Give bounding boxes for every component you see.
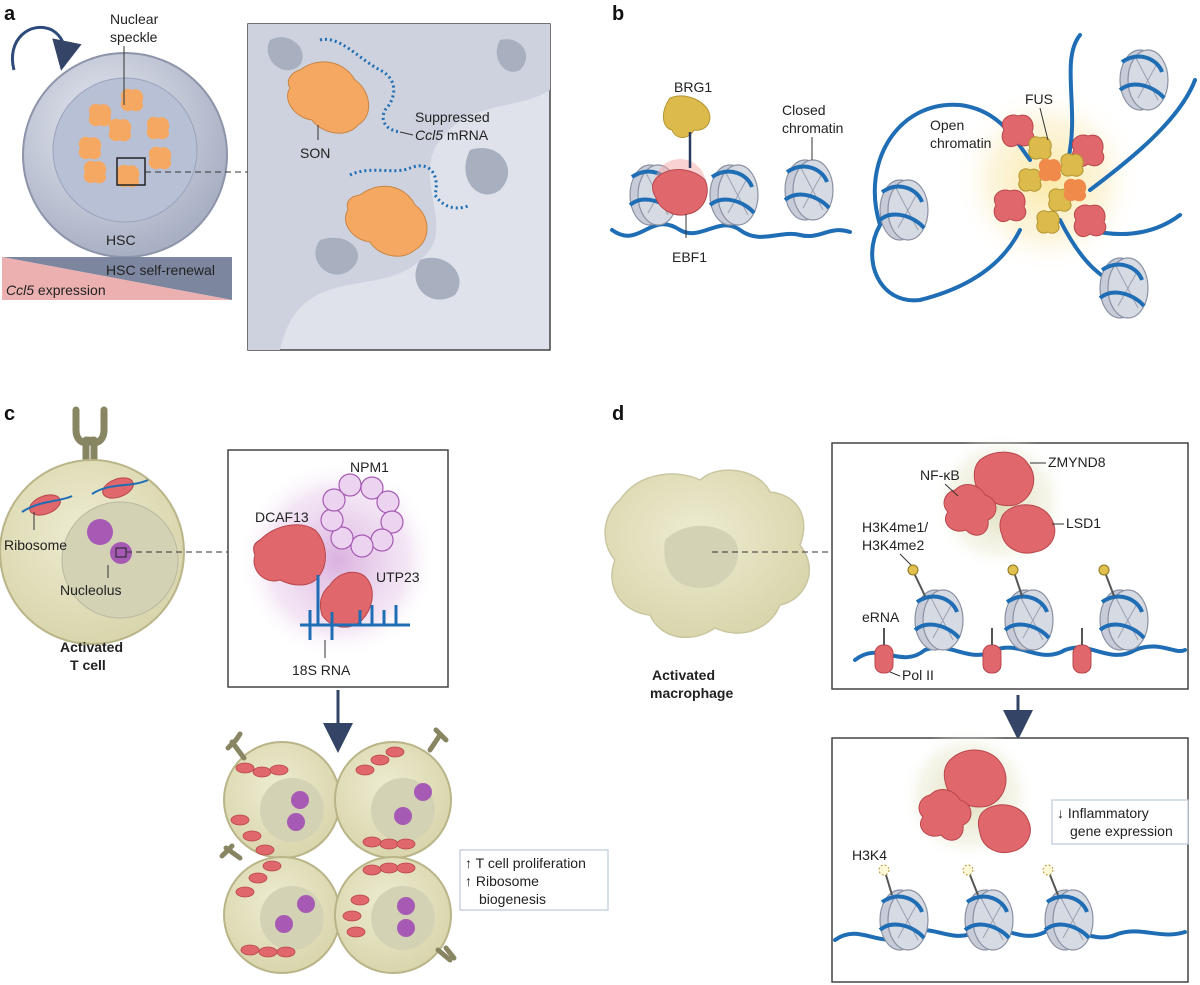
erna-label: eRNA: [862, 609, 900, 625]
pol2-proteins: [874, 644, 1092, 674]
panel-c: Ribosome Nucleolus Activated T cell NPM1…: [0, 406, 609, 974]
h3k4me1-label: H3K4me1/: [862, 519, 928, 535]
dna-strand-left: [610, 222, 852, 239]
histone-tails-bottom: [885, 874, 1059, 896]
nucleolus-label: Nucleolus: [60, 582, 121, 598]
panel-a: Nuclear speckle HSC HSC self-renewal Ccl…: [2, 11, 551, 351]
nucleolus-1: [87, 519, 113, 545]
erna-strands: [883, 628, 1083, 645]
c-outcome-box: [459, 849, 609, 911]
d-nucleosome-2: [1003, 588, 1055, 652]
complex-bottom: [918, 749, 1031, 854]
ccl5-expression-label: Ccl5 expression: [6, 282, 106, 298]
ccl5-wedge: [2, 257, 232, 300]
histone-tails-methyl: [914, 574, 1115, 597]
rna18s-label: 18S RNA: [292, 662, 351, 678]
dcaf13-protein: [253, 524, 326, 586]
grey-speckles: [267, 37, 527, 300]
nfkb-protein: [943, 484, 997, 536]
nfkb-leader: [944, 483, 959, 497]
mrna-leader: [399, 131, 414, 136]
d-nucleosome-6: [1043, 888, 1095, 952]
d-outcome-line2: gene expression: [1070, 823, 1173, 839]
fus-leader: [1039, 107, 1049, 141]
nucleosome-4: [878, 178, 930, 242]
zmynd8-label: ZMYND8: [1048, 454, 1106, 470]
lsd1-label: LSD1: [1066, 515, 1101, 531]
lsd1-protein: [999, 504, 1056, 554]
suppressed-label-2: Ccl5 mRNA: [415, 127, 489, 143]
nucleosome-6: [1098, 256, 1150, 320]
brg1-protein: [663, 95, 711, 138]
nfkb-label: NF-κB: [920, 467, 960, 483]
ebf1-label: EBF1: [672, 249, 707, 265]
activated-t-cell-label-1: Activated: [60, 639, 123, 655]
npm1-ring: [320, 473, 404, 558]
nucleolus-2: [110, 542, 132, 564]
nuclear-speckle-label-1: Nuclear: [110, 11, 159, 27]
panel-b: BRG1 EBF1 Closed chromatin FUS Open chro…: [610, 33, 1197, 320]
panel-letter-d: d: [612, 403, 624, 425]
open-chromatin-label-2: chromatin: [930, 135, 991, 151]
open-chromatin-loops: [870, 33, 1197, 303]
d-nucleosome-3: [1098, 588, 1150, 652]
fus-label: FUS: [1025, 91, 1053, 107]
d-nucleosome-5: [963, 888, 1015, 952]
activated-macrophage-label-2: macrophage: [650, 685, 733, 701]
d-nucleosome-1: [913, 588, 965, 652]
utp23-label: UTP23: [376, 569, 420, 585]
macrophage-nucleus: [664, 525, 739, 589]
ribosome-label: Ribosome: [4, 537, 67, 553]
npm1-label: NPM1: [350, 459, 389, 475]
h3k4me2-label: H3K4me2: [862, 537, 924, 553]
closed-chromatin-label-1: Closed: [782, 102, 826, 118]
activated-t-cell-label-2: T cell: [70, 657, 106, 673]
d-outcome-line1: ↓ Inflammatory: [1057, 805, 1149, 821]
open-chromatin-label-1: Open: [930, 117, 964, 133]
pol2-label: Pol II: [902, 667, 934, 683]
c-outcome-line1: ↑ T cell proliferation: [465, 855, 586, 871]
panel-d: Activated macrophage NF-κB ZMYND8 LSD1 H…: [604, 432, 1189, 983]
panel-letter-a: a: [4, 3, 16, 25]
proliferating-cells: [219, 727, 457, 974]
c-outcome-line2: ↑ Ribosome: [465, 873, 539, 889]
h3k4me-leader: [899, 553, 913, 567]
zmynd8-protein: [973, 451, 1035, 507]
pol2-leader: [889, 671, 901, 677]
self-renewal-label: HSC self-renewal: [106, 262, 215, 278]
panel-letter-c: c: [4, 403, 15, 425]
mrna-strands: [21, 479, 149, 513]
d-outcome-box: [1051, 799, 1189, 845]
d-nucleosome-4: [878, 888, 930, 952]
nucleosome-3: [783, 158, 835, 222]
self-renewal-arrow-icon: [11, 25, 82, 71]
son-protein-2: [345, 164, 471, 257]
panel-letter-b: b: [612, 3, 624, 25]
dcaf13-label: DCAF13: [255, 509, 309, 525]
closed-chromatin-label-2: chromatin: [782, 120, 843, 136]
unmethylated-marks: [878, 864, 1054, 876]
brg1-label: BRG1: [674, 79, 712, 95]
methyl-marks: [907, 564, 1110, 576]
nuclear-speckle-label-2: speckle: [110, 29, 158, 45]
son-protein-1: [287, 37, 401, 134]
son-label: SON: [300, 145, 330, 161]
hsc-nucleus: [52, 77, 198, 223]
tcr-receptor-icon: [72, 406, 108, 474]
hsc-label: HSC: [106, 232, 136, 248]
rrna-18s-structure: [300, 575, 410, 640]
nucleosome-5: [1118, 48, 1170, 112]
ribosomes: [29, 477, 134, 516]
ebf1-protein: [652, 169, 708, 216]
h3k4-label: H3K4: [852, 847, 887, 863]
suppressed-label-1: Suppressed: [415, 109, 490, 125]
nucleosome-2: [708, 163, 760, 227]
activated-macrophage-label-1: Activated: [652, 667, 715, 683]
c-outcome-line3: biogenesis: [479, 891, 546, 907]
